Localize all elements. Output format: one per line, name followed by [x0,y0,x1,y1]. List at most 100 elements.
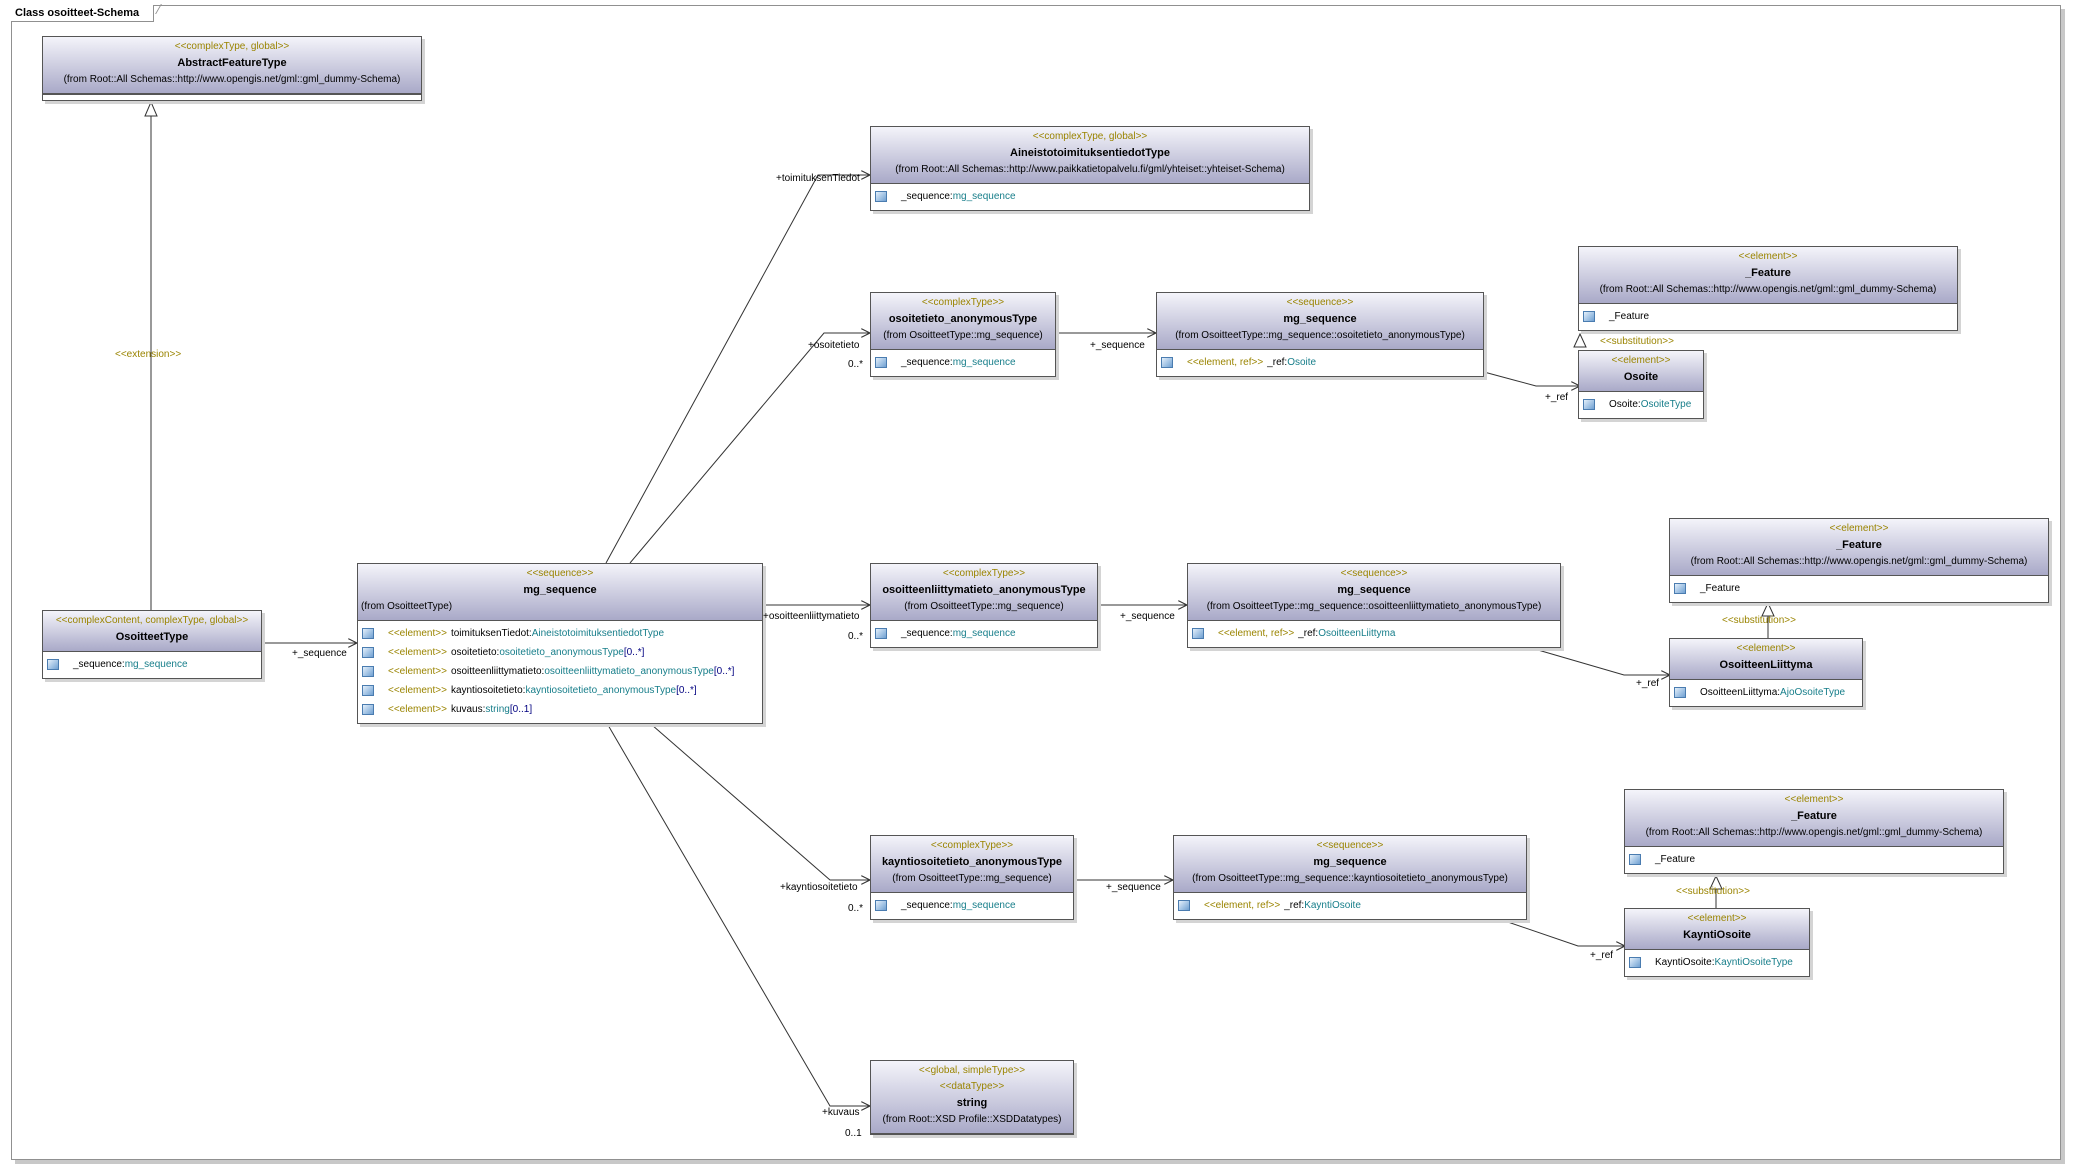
attribute-name: _sequence: [73,659,125,670]
class-name: AbstractFeatureType [177,57,287,69]
stereotype: <<complexType, global>> [174,41,290,52]
substitution-label: <<substitution>> [1676,886,1750,897]
attribute-icon [1192,628,1204,639]
class-string[interactable]: <<global, simpleType>> <<dataType>> stri… [870,1060,1074,1135]
attribute-type: kayntiosoitetieto_anonymousType [525,685,677,696]
attribute-type: AineistotoimituksentiedotType [531,628,665,639]
class-attributes [43,94,421,100]
class-osoitteen-liittyma[interactable]: <<element>> OsoitteenLiittyma OsoitteenL… [1669,638,1863,707]
class-attributes: <<element>>toimituksenTiedot:Aineistotoi… [358,621,762,723]
class-osoitetieto-anonymous-type[interactable]: <<complexType>> osoitetieto_anonymousTyp… [870,292,1056,377]
attribute-name: _ref: [1298,628,1319,639]
attribute-multiplicity: [0..*] [676,685,697,696]
attribute-stereotype: <<element>> [388,628,447,639]
role-label: +osoitetieto [808,340,860,351]
attribute-row[interactable]: <<element>>kayntiosoitetieto:kayntiosoit… [362,681,758,700]
class-attributes: OsoitteenLiittyma:AjoOsoiteType [1670,680,1862,706]
multiplicity-label: 0..* [848,903,864,914]
class-kayntiosoitetieto-anonymous-type[interactable]: <<complexType>> kayntiosoitetieto_anonym… [870,835,1074,920]
attribute-row[interactable]: Osoite:OsoiteType [1583,395,1699,414]
attribute-name: osoitetieto: [450,647,500,658]
class-name: OsoitteenLiittyma [1719,659,1813,671]
class-osoitteenliittymatieto-anonymous-type[interactable]: <<complexType>> osoitteenliittymatieto_a… [870,563,1098,648]
stereotype: <<complexType>> [921,297,1005,308]
class-name: _Feature [1791,810,1837,822]
attribute-multiplicity: [0..1] [509,704,533,715]
attribute-row[interactable]: _sequence:mg_sequence [875,187,1305,206]
class-sequence-osoitetieto[interactable]: <<sequence>> mg_sequence (from Osoitteet… [1156,292,1484,377]
attribute-row[interactable]: OsoitteenLiittyma:AjoOsoiteType [1674,683,1858,702]
attribute-row[interactable]: _sequence:mg_sequence [47,655,257,674]
class-origin: (from OsoitteetType::mg_sequence) [892,873,1052,884]
class-attributes: _Feature [1579,304,1957,330]
attribute-row[interactable]: <<element>>kuvaus:string[0..1] [362,700,758,719]
class-sequence-liittyma[interactable]: <<sequence>> mg_sequence (from Osoitteet… [1187,563,1561,648]
class-name: AineistotoimituksentiedotType [1010,147,1170,159]
class-kaynti-osoite[interactable]: <<element>> KayntiOsoite KayntiOsoite:Ka… [1624,908,1810,977]
class-attributes: _sequence:mg_sequence [871,621,1097,647]
class-feature-2[interactable]: <<element>> _Feature (from Root::All Sch… [1669,518,2049,603]
class-name: Osoite [1623,371,1659,383]
class-name: _Feature [1836,539,1882,551]
stereotype: <<global, simpleType>> [918,1065,1026,1076]
class-osoitteet-type[interactable]: <<complexContent, complexType, global>> … [42,610,262,679]
attribute-row[interactable]: KayntiOsoite:KayntiOsoiteType [1629,953,1805,972]
class-osoite[interactable]: <<element>> Osoite Osoite:OsoiteType [1578,350,1704,419]
class-name: mg_sequence [1313,856,1387,868]
attribute-name: kayntiosoitetieto: [450,685,526,696]
attribute-row[interactable]: <<element, ref>>_ref:KayntiOsoite [1178,896,1522,915]
role-label: +kuvaus [822,1107,860,1118]
class-origin: (from Root::XSD Profile::XSDDatatypes) [882,1114,1062,1125]
class-origin: (from OsoitteetType::mg_sequence::kaynti… [1192,873,1508,884]
role-label: +osoitteenliittymatieto [763,611,860,622]
class-aineistotoimituksentiedot-type[interactable]: <<complexType, global>> Aineistotoimituk… [870,126,1310,211]
attribute-row[interactable]: _sequence:mg_sequence [875,624,1093,643]
class-name: osoitetieto_anonymousType [888,313,1038,325]
ref2-link [1537,649,1670,675]
class-main-sequence[interactable]: <<sequence>> mg_sequence (from Osoitteet… [357,563,763,724]
class-name: mg_sequence [1283,313,1357,325]
attribute-stereotype: <<element, ref>> [1204,900,1281,911]
class-attributes: _sequence:mg_sequence [871,350,1055,376]
role-label: +_ref [1590,950,1614,961]
attribute-type: mg_sequence [952,357,1016,368]
attribute-name: _Feature [1700,583,1741,594]
attribute-row[interactable]: <<element, ref>>_ref:OsoitteenLiittyma [1192,624,1556,643]
attribute-icon [47,659,59,670]
attribute-icon [362,704,374,715]
class-feature-3[interactable]: <<element>> _Feature (from Root::All Sch… [1624,789,2004,874]
attribute-icon [875,900,887,911]
attribute-stereotype: <<element>> [388,685,447,696]
attribute-stereotype: <<element>> [388,666,447,677]
attribute-row[interactable]: _Feature [1674,579,2044,598]
attribute-row[interactable]: _Feature [1629,850,1999,869]
class-sequence-kaynti[interactable]: <<sequence>> mg_sequence (from Osoitteet… [1173,835,1527,920]
role-label: +_ref [1545,392,1569,403]
stereotype-datatype: <<dataType>> [939,1081,1005,1092]
class-name: string [956,1097,988,1109]
attribute-name: toimituksenTiedot: [450,628,532,639]
attribute-icon [362,685,374,696]
attribute-stereotype: <<element>> [388,704,447,715]
attribute-row[interactable]: <<element>>toimituksenTiedot:Aineistotoi… [362,624,758,643]
attribute-row[interactable]: <<element>>osoitetieto:osoitetieto_anony… [362,643,758,662]
class-abstract-feature-type[interactable]: <<complexType, global>> AbstractFeatureT… [42,36,422,101]
attribute-row[interactable]: _sequence:mg_sequence [875,353,1051,372]
kuvaus-link [607,724,870,1106]
attribute-type: osoitetieto_anonymousType [499,647,624,658]
attribute-stereotype: <<element, ref>> [1187,357,1264,368]
attribute-type: OsoiteType [1640,399,1692,410]
class-origin: (from OsoitteetType) [361,601,453,612]
attribute-row[interactable]: _sequence:mg_sequence [875,896,1069,915]
role-label: +toimituksenTiedot [776,173,860,184]
class-feature-1[interactable]: <<element>> _Feature (from Root::All Sch… [1578,246,1958,331]
attribute-name: _sequence: [901,628,953,639]
class-origin: (from Root::All Schemas::http://www.paik… [895,164,1285,175]
substitution-label: <<substitution>> [1722,615,1796,626]
attribute-row[interactable]: _Feature [1583,307,1953,326]
ref1-link [1483,371,1580,386]
attribute-row[interactable]: <<element>>osoitteenliittymatieto:osoitt… [362,662,758,681]
attribute-row[interactable]: <<element, ref>>_ref:Osoite [1161,353,1479,372]
stereotype: <<sequence>> [1340,568,1408,579]
